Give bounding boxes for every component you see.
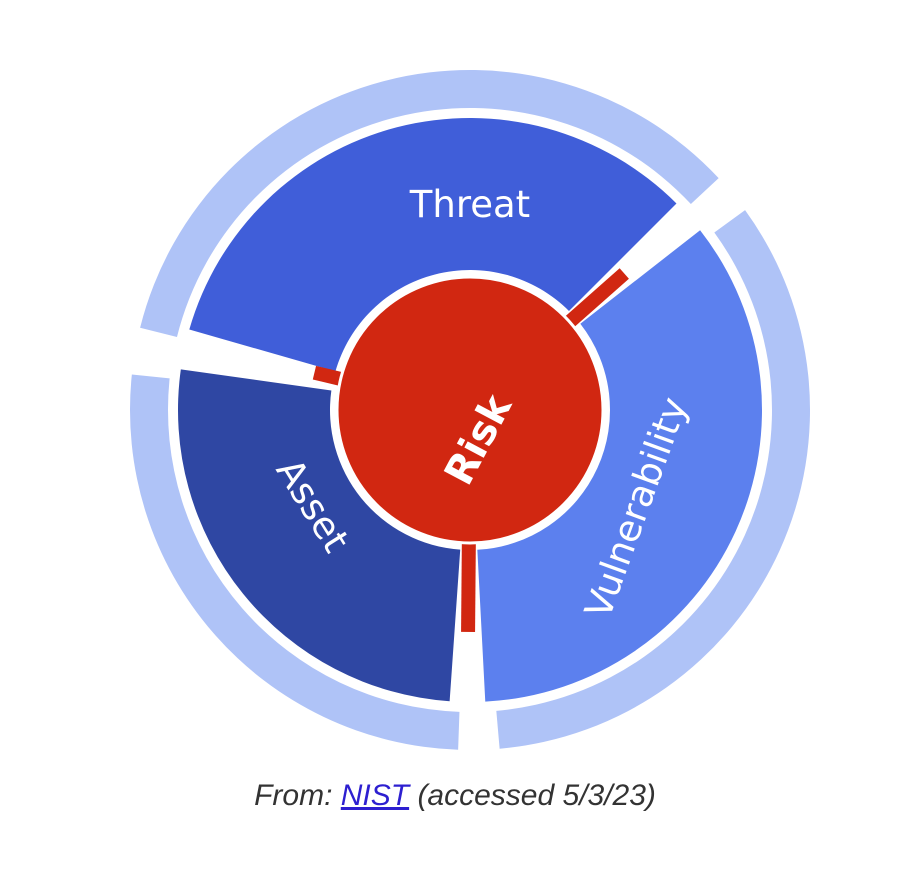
risk-connector-right xyxy=(564,268,629,328)
vulnerability-segment xyxy=(477,230,762,702)
risk-connectors xyxy=(312,268,629,633)
nist-link[interactable]: NIST xyxy=(340,779,410,812)
threat-label: Threat xyxy=(409,183,530,226)
asset-segment xyxy=(177,369,461,702)
outer-ring-arc-top xyxy=(140,70,719,337)
threat-segment xyxy=(189,117,677,372)
outer-ring xyxy=(129,70,811,750)
risk-connector-bottom xyxy=(461,541,476,633)
caption-suffix: (accessed 5/3/23) xyxy=(409,779,656,812)
outer-ring-arc-left xyxy=(129,374,460,750)
source-caption: From: NIST (accessed 5/3/23) xyxy=(0,779,910,813)
risk-circle xyxy=(335,275,605,545)
outer-ring-arc-right xyxy=(496,210,811,749)
risk-connector-left xyxy=(312,365,344,386)
caption-prefix: From: xyxy=(254,779,341,812)
